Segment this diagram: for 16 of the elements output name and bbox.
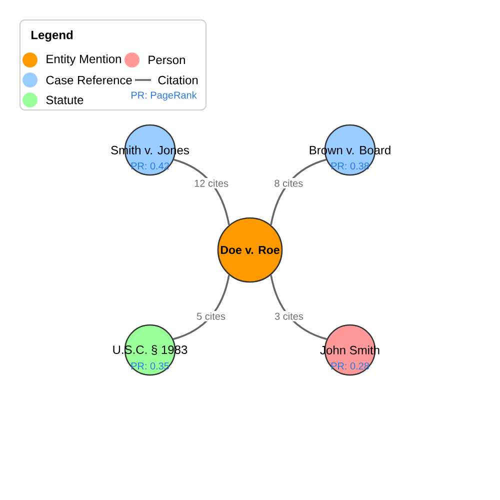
edge-label: 8 cites xyxy=(272,178,305,188)
node-label: Doe v. Roe xyxy=(220,246,280,254)
edge-label: 5 cites xyxy=(195,310,227,322)
legend-label: Statute xyxy=(46,96,84,104)
legend-title: Legend xyxy=(32,30,73,42)
legend-label: Case Reference xyxy=(46,76,132,84)
pagerank-score: PR: 0.42 xyxy=(131,162,169,170)
pagerank-score: PR: 0.28 xyxy=(331,362,370,370)
pagerank-score: PR: 0.35 xyxy=(131,362,170,370)
edge-label: 3 cites xyxy=(273,310,305,322)
pagerank-score: PR: 0.38 xyxy=(331,162,370,170)
legend-label: Citation xyxy=(158,76,198,84)
legend-label: Entity Mention xyxy=(46,54,121,66)
legend-label: Person xyxy=(148,56,185,64)
legend-note: PR: PageRank xyxy=(132,91,197,101)
edge-label: 12 cites xyxy=(192,178,230,188)
